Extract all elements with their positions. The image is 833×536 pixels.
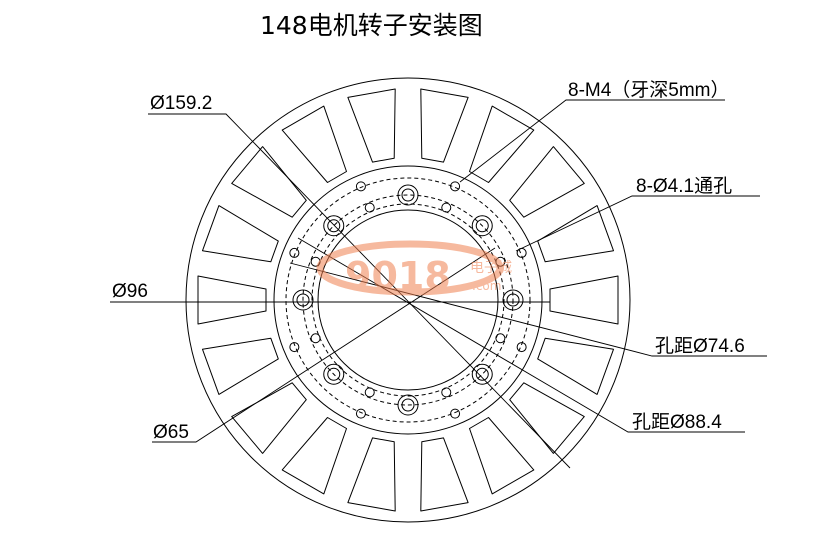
rim-circle: [273, 165, 543, 435]
watermark-text: 9018: [345, 254, 451, 298]
rotor-slot: [197, 275, 267, 325]
rotor-slot: [202, 205, 279, 263]
mounting-hole-counterbore: [397, 184, 419, 206]
m4-threaded-hole: [516, 342, 527, 353]
through-hole: [441, 387, 452, 398]
label-pitch-large: 孔距Ø88.4: [632, 411, 722, 433]
label-bore-diameter: Ø65: [153, 422, 189, 443]
hole-pitch-circle-outer: [285, 177, 531, 423]
label-threaded-holes: 8-M4（牙深5mm）: [568, 79, 730, 101]
leader-outer: [148, 113, 571, 469]
m4-threaded-hole: [289, 247, 300, 258]
mounting-hole: [506, 293, 520, 307]
m4-threaded-hole: [289, 342, 300, 353]
mounting-hole-counterbore: [397, 394, 419, 416]
rotor-slot: [420, 437, 469, 512]
outer-circle: [185, 77, 631, 523]
mounting-hole: [475, 219, 489, 233]
rotor-slot: [469, 105, 535, 183]
watermark-domain: .com: [472, 279, 501, 293]
leader-pitch-large: [297, 237, 745, 433]
mounting-hole-counterbore: [471, 215, 493, 237]
label-rim-diameter: Ø96: [112, 281, 148, 302]
through-hole: [310, 333, 321, 344]
rotor-slot: [509, 382, 585, 454]
mounting-hole: [327, 367, 341, 381]
bore-circle: [317, 209, 499, 391]
through-hole: [364, 387, 375, 398]
mounting-hole-counterbore: [471, 363, 493, 385]
rotor-slot: [281, 105, 347, 183]
rotor-slot: [537, 205, 614, 263]
label-through-holes: 8-Ø4.1通孔: [636, 175, 732, 197]
rotor-slot: [347, 437, 396, 512]
mounting-hole-counterbore: [323, 363, 345, 385]
m4-threaded-hole: [355, 181, 366, 192]
mounting-hole: [401, 188, 415, 202]
rotor-slot: [509, 146, 585, 218]
rotor-slot: [469, 417, 535, 495]
rotor-slot: [537, 337, 614, 395]
leader-m4: [459, 99, 725, 183]
leader-through: [515, 195, 760, 252]
mounting-hole-counterbore: [292, 289, 314, 311]
through-hole: [495, 333, 506, 344]
rotor-slot: [347, 88, 396, 163]
mounting-hole-counterbore: [502, 289, 524, 311]
mounting-hole: [401, 398, 415, 412]
m4-threaded-hole: [450, 408, 461, 419]
mounting-hole: [327, 219, 341, 233]
mounting-hole: [475, 367, 489, 381]
leader-bore: [152, 247, 496, 443]
mounting-hole-counterbore: [323, 215, 345, 237]
hole-pitch-circle-inner: [311, 203, 505, 397]
rotor-slot: [420, 88, 469, 163]
m4-threaded-hole: [450, 181, 461, 192]
rotor-slot: [281, 417, 347, 495]
drawing-title: 148电机转子安装图: [260, 11, 483, 40]
watermark-logo: 9018 电子城 .com: [316, 240, 512, 298]
label-outer-diameter: Ø159.2: [150, 93, 212, 114]
rotor-slot: [202, 337, 279, 395]
rotor-slot: [231, 382, 307, 454]
rotor-slot: [231, 146, 307, 218]
watermark-subtext: 电子城: [470, 260, 512, 276]
label-pitch-small: 孔距Ø74.6: [655, 335, 745, 357]
rotor-slot: [549, 275, 619, 325]
mounting-hole: [296, 293, 310, 307]
through-hole: [364, 202, 375, 213]
m4-threaded-hole: [355, 408, 366, 419]
hole-pitch-circle-large: [302, 194, 514, 406]
through-hole: [441, 202, 452, 213]
